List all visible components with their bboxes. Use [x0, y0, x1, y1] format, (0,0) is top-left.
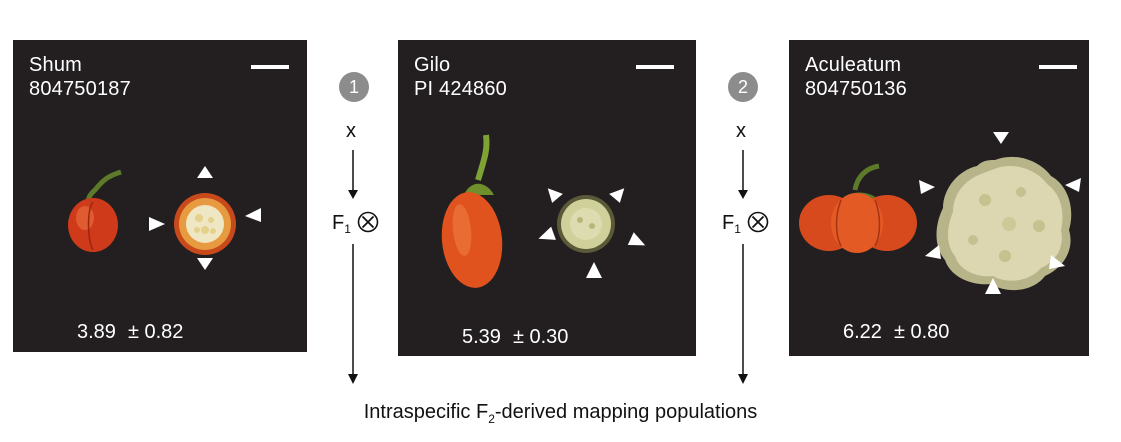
caption-sub: 2: [488, 412, 495, 426]
selfing-icon: [747, 211, 769, 233]
mean-value: 6.22: [843, 321, 882, 343]
panel-value: 6.22 ± 0.80: [843, 321, 949, 343]
arrowhead-marker: [627, 232, 646, 246]
f1-label: F1: [722, 212, 741, 240]
panel-shum: Shum 804750187 3.89 ± 0.82: [13, 40, 307, 352]
arrowhead-marker: [197, 166, 213, 178]
f1-sub: 1: [344, 222, 351, 236]
mean-value: 3.89: [77, 321, 116, 343]
panel-value: 3.89 ± 0.82: [77, 321, 183, 343]
arrowhead-marker: [149, 217, 165, 231]
panel-gilo: Gilo PI 424860 5.39 ± 0.30: [398, 40, 696, 356]
arrowhead-marker: [538, 226, 556, 240]
sd-value: ± 0.82: [127, 321, 184, 343]
arrowhead-marker: [919, 180, 935, 194]
arrowhead-marker: [925, 245, 941, 259]
panel-value: 5.39 ± 0.30: [462, 326, 568, 348]
arrowhead-marker: [993, 132, 1009, 144]
panel-aculeatum: Aculeatum 804750136 6.22 ± 0.80: [789, 40, 1089, 356]
arrowhead-marker: [197, 258, 213, 270]
panel-name: Shum: [29, 54, 83, 76]
caption-prefix: Intraspecific F: [363, 401, 489, 423]
f1-prefix: F: [332, 212, 345, 234]
shum-fruit-image: [68, 166, 261, 270]
sd-value: ± 0.30: [512, 326, 569, 348]
arrowhead-marker: [1049, 255, 1065, 269]
arrowhead-marker: [609, 188, 625, 203]
f1-prefix: F: [722, 212, 735, 234]
cross-symbol: x: [346, 120, 356, 142]
panel-name: Aculeatum: [805, 54, 902, 76]
arrowhead-marker: [547, 188, 563, 203]
arrowhead-marker: [245, 208, 261, 222]
cross-symbol: x: [736, 120, 746, 142]
f1-label: F1: [332, 212, 351, 240]
f1-sub: 1: [734, 222, 741, 236]
panel-name: Gilo: [414, 54, 451, 76]
gilo-fruit-image: [441, 134, 646, 288]
arrowhead-marker: [1065, 178, 1081, 192]
panel-accession: PI 424860: [414, 78, 507, 100]
arrowhead-marker: [586, 262, 602, 278]
caption-suffix: -derived mapping populations: [494, 401, 758, 423]
arrowhead-marker: [985, 278, 1001, 294]
step-badge-2: 2: [728, 72, 758, 102]
step-badge-1: 1: [339, 72, 369, 102]
bottom-caption: Intraspecific F2-derived mapping populat…: [0, 400, 1121, 431]
mean-value: 5.39: [462, 326, 501, 348]
aculeatum-fruit-image: [799, 132, 1081, 294]
selfing-icon: [357, 211, 379, 233]
scale-bar: [251, 65, 289, 69]
scale-bar: [636, 65, 674, 69]
panel-accession: 804750187: [29, 78, 131, 100]
panel-accession: 804750136: [805, 78, 907, 100]
sd-value: ± 0.80: [893, 321, 950, 343]
scale-bar: [1039, 65, 1077, 69]
